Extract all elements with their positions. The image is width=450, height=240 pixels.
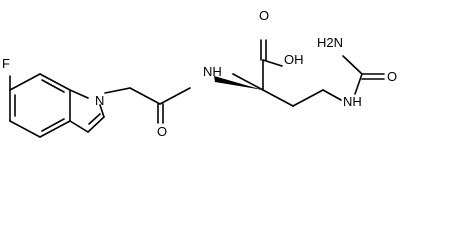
bond xyxy=(39,73,71,91)
bond-lines xyxy=(9,39,385,138)
bond xyxy=(159,87,191,105)
structure-svg: F N NH O OH O H2N O NH xyxy=(2,8,397,139)
bond xyxy=(354,73,363,95)
bond xyxy=(69,120,89,133)
atom-label-urea-nh: NH xyxy=(343,94,362,109)
bond xyxy=(88,113,101,125)
bond xyxy=(322,89,342,101)
bond xyxy=(262,89,294,107)
bond xyxy=(69,89,89,99)
atom-label-acid-oh: OH xyxy=(284,52,304,67)
molecule-diagram: F N NH O OH O H2N O NH xyxy=(2,8,397,139)
bond xyxy=(232,73,264,91)
bond xyxy=(104,87,131,94)
wedge-bond xyxy=(214,76,263,90)
atom-label-urea-o: O xyxy=(387,69,397,84)
bond xyxy=(41,118,65,132)
bond xyxy=(99,104,105,118)
bond xyxy=(87,116,105,133)
atom-labels: F N NH O OH O H2N O NH xyxy=(2,8,397,139)
bond xyxy=(292,89,324,107)
atom-label-acid-o: O xyxy=(259,8,269,23)
atom-label-amide-o: O xyxy=(157,124,167,139)
bond xyxy=(342,55,363,75)
bond xyxy=(129,87,161,105)
atom-label-f: F xyxy=(2,56,10,71)
bond xyxy=(41,79,65,93)
atom-label-urea-nh2: H2N xyxy=(317,35,343,50)
atom-label-amide-nh: NH xyxy=(203,64,222,79)
atom-label-indole-n: N xyxy=(95,93,104,108)
bond xyxy=(9,120,41,138)
bond xyxy=(9,73,41,91)
bond xyxy=(39,120,71,138)
bond xyxy=(262,59,283,67)
